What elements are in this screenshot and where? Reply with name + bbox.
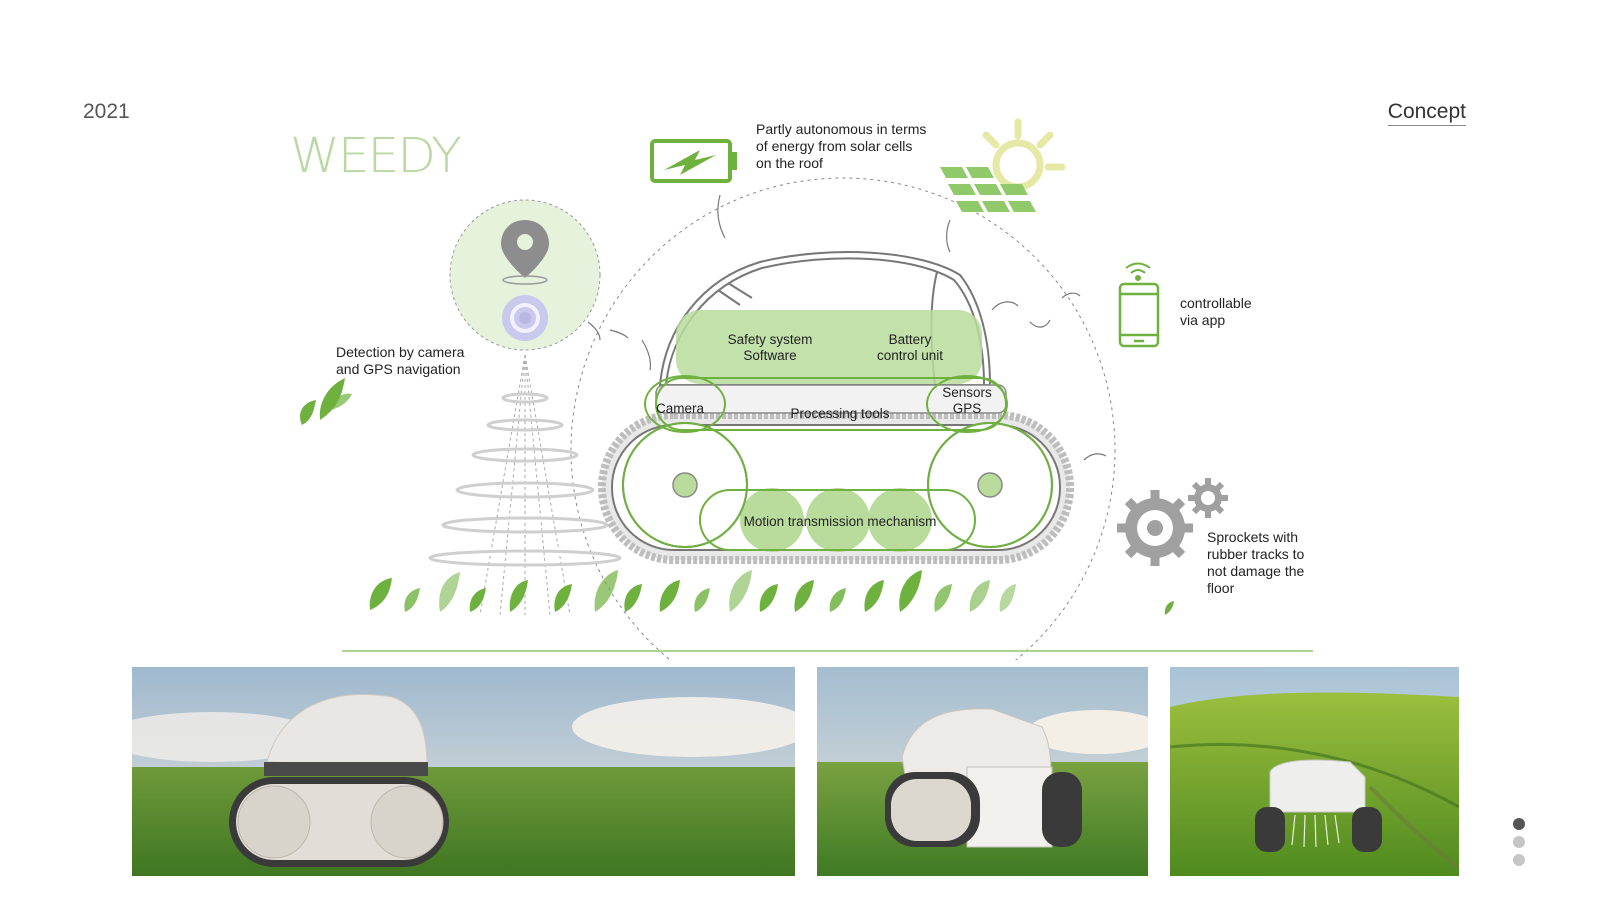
label-motion-transmission: Motion transmission mechanism — [743, 514, 937, 529]
leaf-icon — [299, 378, 352, 425]
photo-side-view — [132, 667, 795, 876]
track-assembly — [598, 411, 1074, 564]
carousel-dot-3[interactable] — [1513, 854, 1525, 866]
electronics-module — [676, 310, 982, 384]
concept-link[interactable]: Concept — [1387, 100, 1466, 126]
camera-lens-icon — [502, 295, 548, 341]
range-circle — [570, 177, 1116, 660]
solar-panel-icon — [940, 167, 1036, 212]
carousel-indicator — [1513, 818, 1525, 872]
location-pin-icon — [501, 220, 549, 285]
scan-rings — [428, 392, 622, 567]
gear-icon — [1117, 478, 1228, 566]
component-outlines — [622, 375, 1053, 551]
photo-field-view — [1170, 667, 1459, 876]
smartphone-icon — [1118, 282, 1160, 348]
carousel-dot-1[interactable] — [1513, 818, 1525, 830]
weed-row — [369, 570, 1174, 615]
motion-marks — [587, 194, 1107, 461]
year-label: 2021 — [83, 100, 130, 123]
sun-icon — [982, 118, 1066, 191]
photo-front-view — [817, 667, 1148, 876]
scan-beam — [479, 354, 571, 616]
brand-logo: WEEDY — [290, 128, 462, 184]
concept-diagram — [299, 118, 1313, 660]
battery-icon — [650, 139, 737, 183]
label-camera: Camera — [655, 401, 704, 416]
carousel-dot-2[interactable] — [1513, 836, 1525, 848]
label-processing-tools: Processing tools — [790, 406, 890, 421]
wifi-icon — [1125, 262, 1151, 281]
